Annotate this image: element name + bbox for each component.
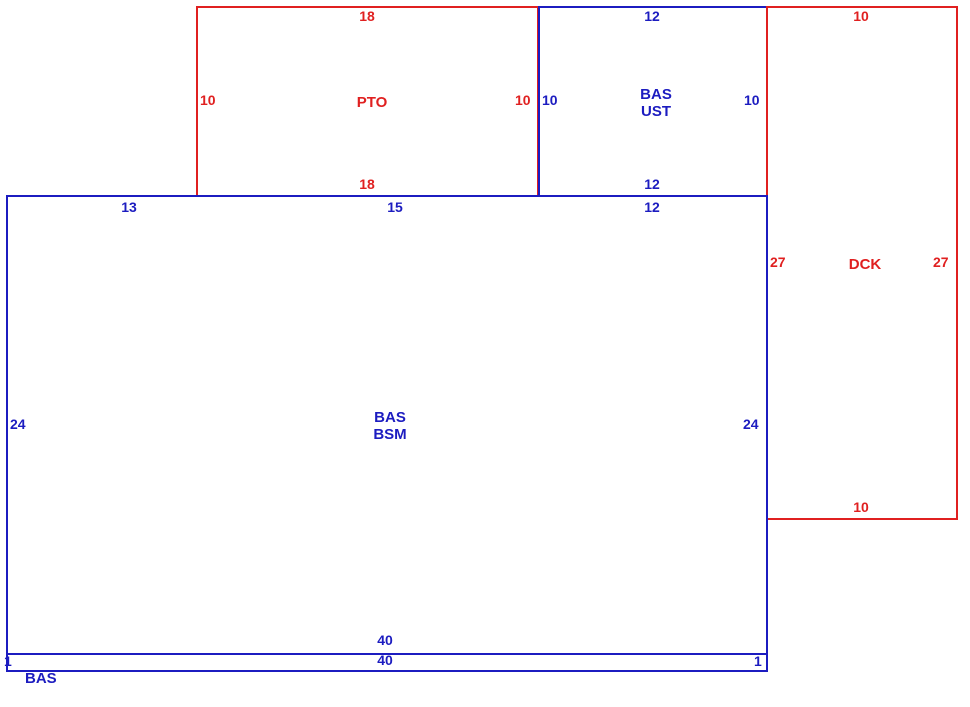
bas-ust-area-label-line1: BAS — [640, 86, 672, 103]
dck-right-dimension: 27 — [933, 254, 949, 270]
bas-bsm-left-dimension: 24 — [10, 416, 26, 432]
bas-strip-area-label: BAS — [25, 670, 57, 687]
bas-bsm-right-dimension: 24 — [743, 416, 759, 432]
bas-bsm-top-dimension-3: 12 — [644, 199, 660, 215]
dck-top-dimension: 10 — [853, 8, 869, 24]
dck-area-label: DCK — [848, 256, 882, 273]
bas-strip-top-dimension: 40 — [377, 652, 393, 668]
bas-ust-top-dimension: 12 — [644, 8, 660, 24]
bas-strip-left-dimension: 1 — [4, 653, 12, 669]
bas-bsm-top-dimension-1: 13 — [121, 199, 137, 215]
bas-ust-left-dimension: 10 — [542, 92, 558, 108]
bas-bsm-area-label-line1: BAS — [374, 409, 406, 426]
pto-left-dimension: 10 — [200, 92, 216, 108]
pto-area-label: PTO — [356, 94, 388, 111]
pto-right-dimension: 10 — [515, 92, 531, 108]
dck-bottom-dimension: 10 — [853, 499, 869, 515]
bas-strip-area-outline — [6, 653, 768, 672]
dck-left-dimension: 27 — [770, 254, 786, 270]
bas-bsm-top-dimension-2: 15 — [387, 199, 403, 215]
bas-ust-area-label-line2: UST — [641, 103, 671, 120]
bas-ust-right-dimension: 10 — [744, 92, 760, 108]
pto-top-dimension: 18 — [359, 8, 375, 24]
bas-bsm-bottom-dimension: 40 — [377, 632, 393, 648]
bas-strip-right-dimension: 1 — [754, 653, 762, 669]
bas-bsm-area-label-line2: BSM — [373, 426, 407, 443]
bas-ust-bottom-dimension: 12 — [644, 176, 660, 192]
pto-bottom-dimension: 18 — [359, 176, 375, 192]
